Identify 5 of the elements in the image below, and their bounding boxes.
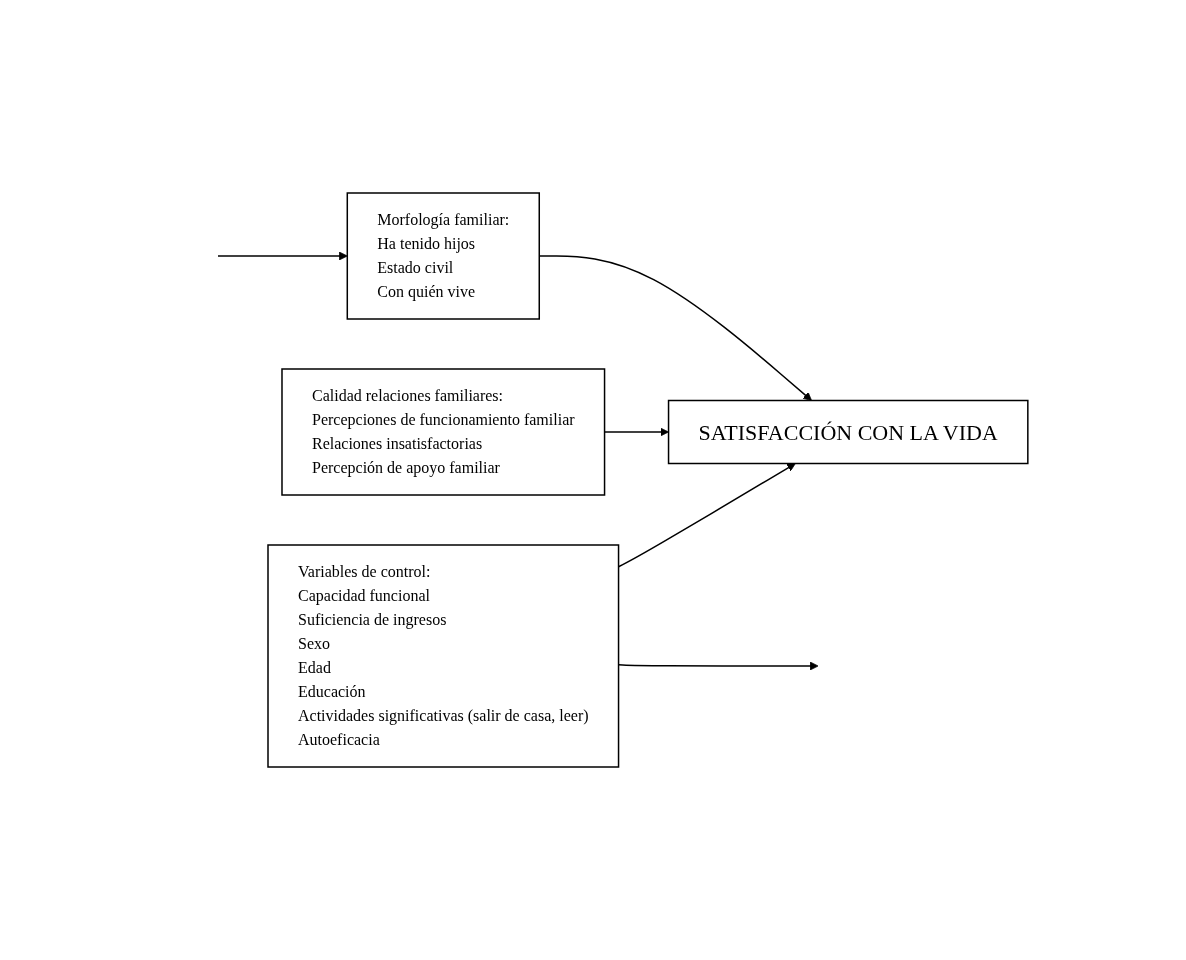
node-box: Variables de control: Capacidad funcional Suficiencia de ingresos Sexo Edad Educación Actividades significativas (salir de casa, leer) Autoeficacia: [267, 544, 620, 768]
arrow: [217, 251, 348, 261]
node-box: Morfología familiar: Ha tenido hijos Estado civil Con quién vive: [346, 192, 541, 320]
node-box: SATISFACCIÓN CON LA VIDA: [667, 399, 1029, 465]
node-box: Calidad relaciones familiares: Percepciones de funcionamiento familiar Relaciones insatisfactorias Percepción de apoyo familiar: [281, 368, 606, 496]
